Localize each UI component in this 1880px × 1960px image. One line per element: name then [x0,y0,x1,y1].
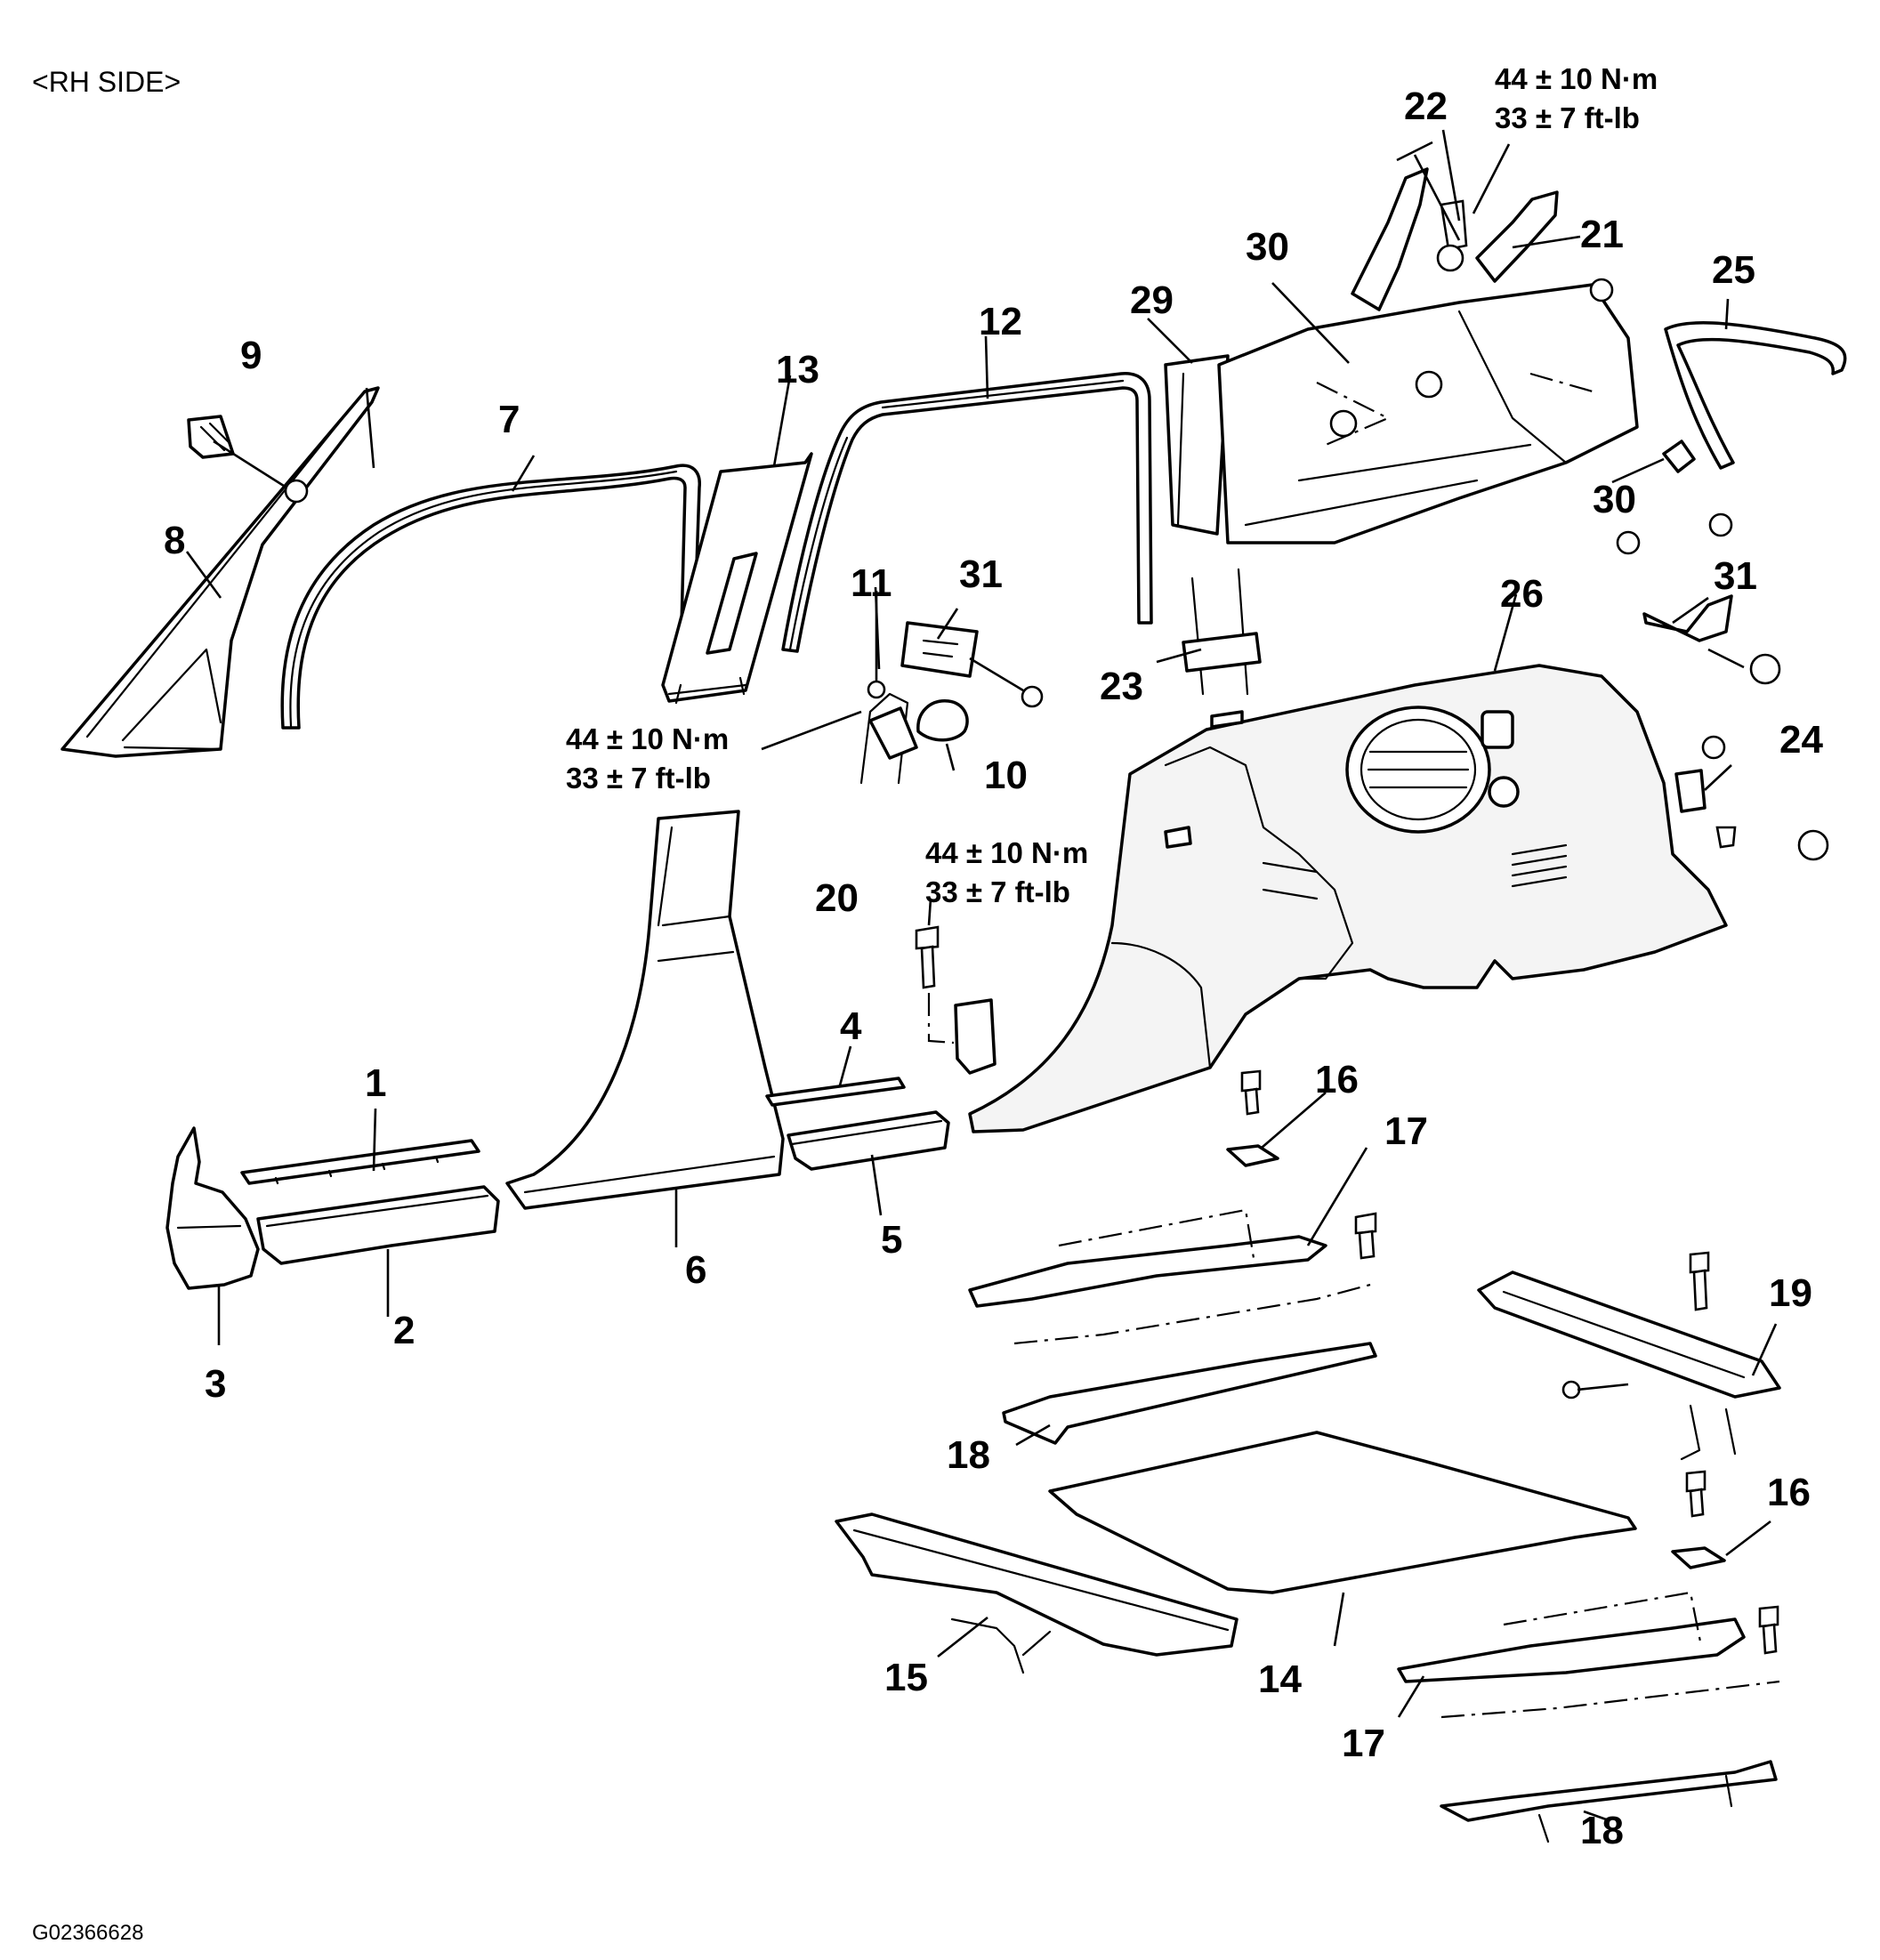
part-29-back-door-trim [1164,354,1230,536]
callout-30-right: 30 [1593,478,1636,521]
callout-11: 11 [851,561,892,605]
callout-20: 20 [815,876,859,920]
callout-31-left: 31 [959,553,1003,596]
part-7-front-weatherstrip [280,464,701,730]
callout-5: 5 [881,1218,902,1262]
torque-top-metric: 44 ± 10 N·m [1495,62,1658,95]
callout-22: 22 [1404,85,1448,128]
callout-30-top: 30 [1246,225,1289,269]
part-6-center-pillar-lower [505,810,785,1210]
part-23-belt-guide [1182,568,1262,696]
part-1-scuff-plate [240,1139,480,1185]
torque-spec-pillar: 44 ± 10 N·m 33 ± 7 ft-lb [566,722,729,794]
torque-bolt20-imperial: 33 ± 7 ft-lb [925,875,1070,908]
part-12-rear-weatherstrip [781,372,1153,653]
part-25-back-weatherstrip [1664,321,1847,470]
callout-7: 7 [498,398,520,441]
part-14-deck-board [1048,1431,1637,1594]
part-5-rear-scuff-plate [787,1110,950,1171]
callout-24: 24 [1779,718,1823,762]
part-24-cargo-hook [1674,735,1829,861]
part-9-clip [187,415,309,504]
callout-6: 6 [685,1248,706,1292]
callout-1: 1 [365,1061,386,1105]
callout-2: 2 [393,1309,415,1352]
part-26-quarter-trim-panel [968,664,1728,1133]
quarter-upper-trim-assembly [1217,278,1639,544]
part-16-nut-plate-upper [1226,1069,1279,1167]
side-title: <RH SIDE> [32,66,181,98]
callout-18-lower: 18 [1580,1809,1624,1852]
torque-spec-top: 44 ± 10 N·m 33 ± 7 ft-lb [1495,62,1658,134]
callout-9: 9 [240,334,262,377]
torque-top-imperial: 33 ± 7 ft-lb [1495,101,1640,134]
callout-26: 26 [1500,572,1544,616]
part-31-bracket-right [1642,594,1781,685]
part-17-rail-lower [1397,1591,1746,1683]
figure-code: G02366628 [32,1921,143,1945]
callout-23: 23 [1100,665,1143,708]
callout-10: 10 [984,754,1028,797]
torque-pillar-metric: 44 ± 10 N·m [566,722,729,755]
torque-pillar-imperial: 33 ± 7 ft-lb [566,762,711,794]
part-20-belt-anchor-bolt [915,925,996,1075]
part-2-front-scuff-plate [256,1185,500,1265]
callout-21: 21 [1580,213,1624,256]
part-10-cover [916,699,969,742]
callout-14: 14 [1258,1658,1302,1701]
part-4-rear-scuff-upper [765,1077,906,1107]
part-22-hook [1351,141,1468,311]
callout-17-lower: 17 [1342,1722,1385,1765]
torque-bolt20-metric: 44 ± 10 N·m [925,836,1088,869]
part-30-clip-right [1616,440,1733,555]
callout-31-right: 31 [1714,554,1757,598]
callout-8: 8 [164,519,185,562]
part-17-rail-upper [968,1208,1327,1308]
part-16-nut-plate-lower [1671,1470,1726,1569]
part-3-cowl-side-trim [165,1126,260,1290]
callout-25: 25 [1712,248,1755,292]
callout-15: 15 [884,1656,928,1699]
part-13-center-pillar-upper [661,452,813,705]
part-18-bracket-lower [1440,1605,1780,1843]
part-31-bracket-left [900,621,1044,708]
callout-17-upper: 17 [1384,1109,1428,1153]
callout-3: 3 [205,1362,226,1406]
part-15-storage-box [835,1512,1239,1674]
callout-18-upper: 18 [947,1433,990,1477]
callout-13: 13 [776,348,819,391]
callout-19: 19 [1769,1271,1812,1315]
callout-4: 4 [840,1004,862,1048]
part-11-belt-anchor [859,591,918,785]
part-19-rear-scuff [1477,1251,1781,1461]
leader-lines [185,129,1778,1822]
callout-16-lower: 16 [1767,1471,1811,1514]
callout-29: 29 [1130,278,1174,322]
callout-12: 12 [979,300,1022,343]
callout-16-upper: 16 [1315,1058,1359,1101]
torque-spec-bolt20: 44 ± 10 N·m 33 ± 7 ft-lb [925,836,1088,908]
part-18-bracket-upper [1002,1212,1377,1445]
callout-labels: 1 2 3 4 5 6 7 8 9 10 11 12 13 14 15 16 1… [164,85,1823,1852]
part-21-hook-cover [1475,190,1559,283]
